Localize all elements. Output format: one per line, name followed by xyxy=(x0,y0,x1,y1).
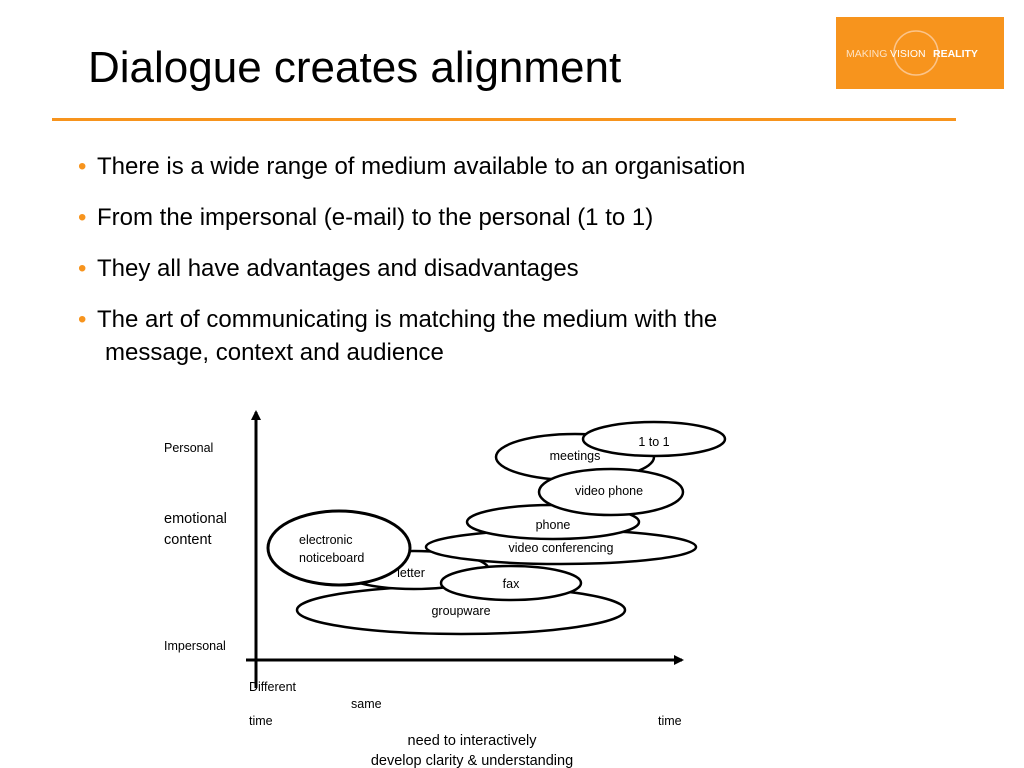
label-fax: fax xyxy=(503,577,520,591)
x-axis-middle-label: same xyxy=(351,697,382,711)
bullet-text: They all have advantages and disadvantag… xyxy=(97,255,579,282)
company-logo: MAKING VISION REALITY xyxy=(836,17,1004,89)
x-axis-left-label-line1: Different xyxy=(249,680,297,694)
y-axis-top-label: Personal xyxy=(164,441,213,455)
label-video-conferencing: video conferencing xyxy=(509,541,614,555)
logo-word-reality: REALITY xyxy=(933,48,978,60)
bullet-item: • There is a wide range of medium availa… xyxy=(78,150,978,183)
ellipse-video-phone xyxy=(537,467,685,517)
x-axis-caption-line2: develop clarity & understanding xyxy=(371,753,573,768)
label-letter: letter xyxy=(397,566,425,580)
bullet-text-continuation: message, context and audience xyxy=(105,339,444,366)
bullet-dot-icon: • xyxy=(78,153,87,180)
bullet-list: • There is a wide range of medium availa… xyxy=(78,150,978,387)
bullet-text: There is a wide range of medium availabl… xyxy=(97,153,746,180)
slide-title: Dialogue creates alignment xyxy=(88,43,622,92)
x-axis-caption-line1: need to interactively xyxy=(408,733,538,749)
x-axis-right-label: time xyxy=(658,714,682,728)
label-one-to-one: 1 to 1 xyxy=(638,435,669,449)
label-phone: phone xyxy=(536,518,571,532)
logo-graphic: MAKING VISION REALITY xyxy=(836,17,1004,89)
logo-word-making: MAKING xyxy=(846,48,887,60)
x-axis-left-label-line2: time xyxy=(249,714,273,728)
bullet-item: • They all have advantages and disadvant… xyxy=(78,252,978,285)
bullet-dot-icon: • xyxy=(78,306,87,333)
y-axis-middle-label-line1: emotional xyxy=(164,511,227,527)
ellipse-electronic-noticeboard xyxy=(266,509,412,587)
logo-background xyxy=(836,17,1004,89)
bullet-dot-icon: • xyxy=(78,255,87,282)
title-underline xyxy=(52,118,956,121)
logo-word-vision: VISION xyxy=(890,48,926,60)
bullet-item: • From the impersonal (e-mail) to the pe… xyxy=(78,201,978,234)
bullet-dot-icon: • xyxy=(78,204,87,231)
label-groupware: groupware xyxy=(431,604,490,618)
logo-ring-icon xyxy=(893,30,939,76)
y-axis-middle-label-line2: content xyxy=(164,532,212,548)
label-electronic-noticeboard-line2: noticeboard xyxy=(299,551,364,565)
ellipse-fax xyxy=(439,564,583,602)
bullet-item: • The art of communicating is matching t… xyxy=(78,303,978,369)
label-video-phone: video phone xyxy=(575,484,643,498)
ellipse-one-to-one xyxy=(581,420,727,458)
bullet-text: The art of communicating is matching the… xyxy=(97,306,718,333)
y-axis-bottom-label: Impersonal xyxy=(164,639,226,653)
label-electronic-noticeboard-line1: electronic xyxy=(299,533,353,547)
bullet-text: From the impersonal (e-mail) to the pers… xyxy=(97,204,654,231)
label-meetings: meetings xyxy=(550,449,601,463)
